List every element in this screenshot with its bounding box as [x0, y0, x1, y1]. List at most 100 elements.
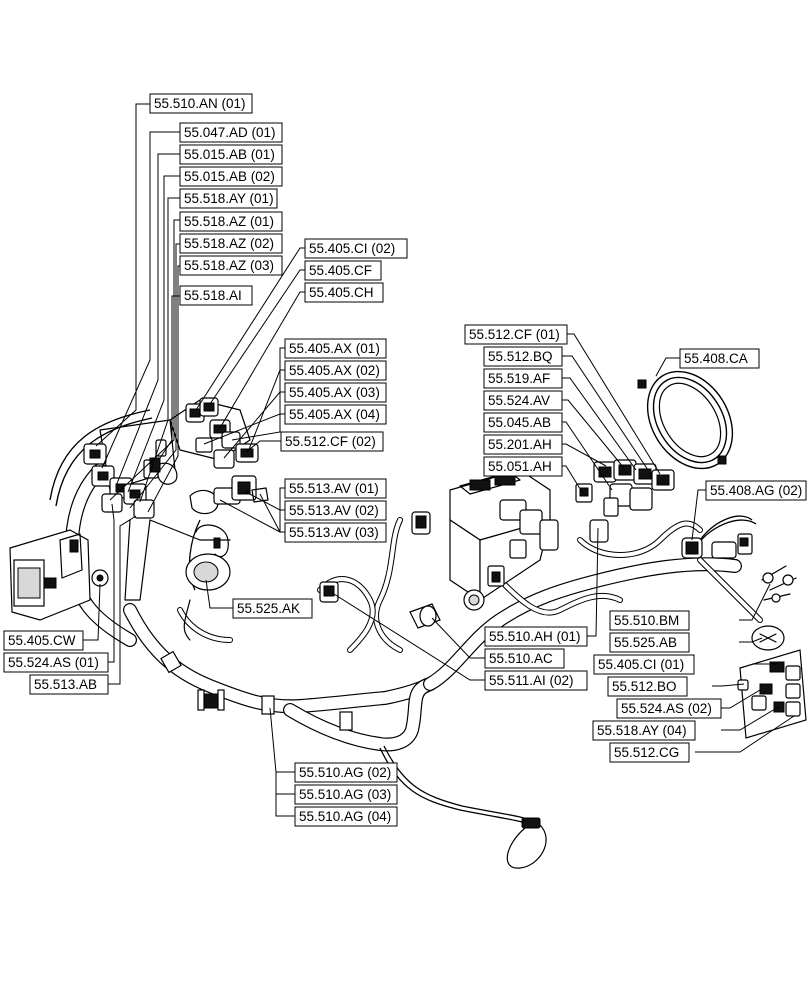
- upper-connector-group: [169, 397, 259, 469]
- part-label: 55.518.AZ (02): [179, 233, 283, 254]
- part-label: 55.525.AK: [232, 598, 313, 619]
- harness-artwork: [9, 370, 807, 869]
- round-button-part: [751, 625, 785, 651]
- svg-text:55.518.AZ (02): 55.518.AZ (02): [184, 236, 274, 251]
- part-label: 55.518.AY (04): [592, 720, 696, 741]
- svg-text:55.525.AB: 55.525.AB: [614, 635, 677, 650]
- svg-text:55.405.AX (01): 55.405.AX (01): [289, 341, 380, 356]
- svg-text:55.512.BQ: 55.512.BQ: [488, 349, 553, 364]
- part-label: 55.405.AX (02): [284, 360, 387, 381]
- svg-text:55.015.AB (02): 55.015.AB (02): [184, 169, 275, 184]
- svg-text:55.047.AD (01): 55.047.AD (01): [184, 125, 276, 140]
- part-label: 55.513.AV (02): [284, 500, 387, 521]
- inline-connectors: [319, 511, 441, 629]
- bolt-group: [761, 565, 797, 603]
- part-labels: 55.510.AN (01) 55.047.AD (01) 55.015.AB …: [3, 93, 807, 827]
- svg-text:55.513.AV (01): 55.513.AV (01): [289, 481, 379, 496]
- part-label: 55.519.AF: [483, 368, 563, 389]
- svg-text:55.510.AH (01): 55.510.AH (01): [489, 629, 581, 644]
- av-connector-group: [189, 475, 269, 515]
- svg-text:55.518.AY (04): 55.518.AY (04): [597, 723, 687, 738]
- part-label: 55.015.AB (02): [179, 166, 283, 187]
- part-label: 55.510.AH (01): [484, 626, 588, 647]
- part-label: 55.510.AG (03): [294, 784, 398, 805]
- svg-text:55.510.AC: 55.510.AC: [489, 651, 553, 666]
- part-label: 55.512.BQ: [483, 346, 563, 367]
- part-label: 55.051.AH: [483, 456, 563, 477]
- svg-text:55.510.AG (03): 55.510.AG (03): [299, 787, 391, 802]
- part-label: 55.524.AS (01): [3, 652, 109, 673]
- svg-text:55.405.CI (02): 55.405.CI (02): [309, 241, 395, 256]
- svg-text:55.524.AS (01): 55.524.AS (01): [8, 655, 99, 670]
- part-label: 55.405.AX (04): [284, 404, 387, 425]
- part-label: 55.512.CG: [609, 742, 690, 763]
- part-label: 55.405.CW: [3, 630, 84, 651]
- svg-text:55.525.AK: 55.525.AK: [237, 601, 300, 616]
- part-label: 55.518.AI: [179, 285, 253, 306]
- part-label: 55.405.CI (02): [304, 238, 408, 259]
- svg-text:55.045.AB: 55.045.AB: [488, 415, 551, 430]
- part-label: 55.408.AG (02): [705, 480, 807, 501]
- part-label: 55.405.CH: [304, 282, 384, 303]
- leader-lines: [83, 103, 795, 817]
- part-label: 55.518.AZ (03): [179, 255, 283, 276]
- svg-text:55.518.AZ (01): 55.518.AZ (01): [184, 214, 274, 229]
- svg-text:55.405.CW: 55.405.CW: [8, 633, 76, 648]
- svg-text:55.408.CA: 55.408.CA: [684, 351, 748, 366]
- svg-text:55.518.AY (01): 55.518.AY (01): [184, 191, 274, 206]
- part-label: 55.518.AZ (01): [179, 211, 283, 232]
- svg-text:55.513.AV (02): 55.513.AV (02): [289, 503, 379, 518]
- part-label: 55.524.AS (02): [616, 698, 722, 719]
- part-label: 55.510.BM: [609, 610, 690, 631]
- svg-text:55.408.AG (02): 55.408.AG (02): [710, 483, 802, 498]
- part-label: 55.405.AX (03): [284, 382, 387, 403]
- part-label: 55.045.AB: [483, 412, 563, 433]
- svg-text:55.513.AB: 55.513.AB: [34, 677, 97, 692]
- svg-text:55.511.AI (02): 55.511.AI (02): [489, 673, 574, 688]
- central-module: [449, 469, 559, 611]
- part-label: 55.015.AB (01): [179, 144, 283, 165]
- loop-ring: [637, 370, 734, 470]
- right-connector-cluster: [575, 459, 675, 543]
- svg-text:55.510.AG (04): 55.510.AG (04): [299, 809, 391, 824]
- part-label: 55.510.AG (04): [294, 806, 398, 827]
- part-label: 55.405.CI (01): [593, 654, 695, 675]
- svg-text:55.015.AB (01): 55.015.AB (01): [184, 147, 275, 162]
- svg-text:55.405.AX (04): 55.405.AX (04): [289, 407, 380, 422]
- part-label: 55.511.AI (02): [484, 670, 588, 691]
- svg-text:55.512.CG: 55.512.CG: [614, 745, 679, 760]
- svg-text:55.518.AZ (03): 55.518.AZ (03): [184, 258, 274, 273]
- part-label: 55.408.CA: [679, 348, 760, 369]
- svg-text:55.405.CF: 55.405.CF: [309, 263, 372, 278]
- svg-text:55.512.CF (01): 55.512.CF (01): [469, 327, 560, 342]
- svg-text:55.405.CI (01): 55.405.CI (01): [598, 657, 684, 672]
- part-label: 55.510.AN (01): [149, 93, 253, 114]
- round-sensor: [183, 524, 231, 641]
- part-label: 55.518.AY (01): [179, 188, 278, 209]
- part-label: 55.512.CF (01): [464, 324, 568, 345]
- svg-text:55.512.BO: 55.512.BO: [612, 679, 677, 694]
- left-connector-cluster: [83, 439, 167, 519]
- part-label: 55.512.CF (02): [280, 431, 384, 452]
- svg-text:55.405.CH: 55.405.CH: [309, 285, 374, 300]
- svg-text:55.405.AX (02): 55.405.AX (02): [289, 363, 380, 378]
- svg-text:55.051.AH: 55.051.AH: [488, 459, 552, 474]
- part-label: 55.513.AB: [29, 674, 109, 695]
- part-label: 55.405.CF: [304, 260, 382, 281]
- svg-text:55.510.AN (01): 55.510.AN (01): [154, 96, 246, 111]
- svg-text:55.518.AI: 55.518.AI: [184, 288, 242, 303]
- svg-text:55.519.AF: 55.519.AF: [488, 371, 550, 386]
- svg-text:55.513.AV (03): 55.513.AV (03): [289, 525, 379, 540]
- svg-text:55.524.AV: 55.524.AV: [488, 393, 550, 408]
- part-label: 55.510.AC: [484, 648, 565, 669]
- svg-text:55.510.AG (02): 55.510.AG (02): [299, 765, 391, 780]
- svg-text:55.510.BM: 55.510.BM: [614, 613, 679, 628]
- part-label: 55.201.AH: [483, 434, 563, 455]
- part-label: 55.524.AV: [483, 390, 563, 411]
- svg-text:55.512.CF (02): 55.512.CF (02): [285, 434, 376, 449]
- part-label: 55.047.AD (01): [179, 122, 283, 143]
- part-label: 55.512.BO: [607, 676, 688, 697]
- part-label: 55.525.AB: [609, 632, 690, 653]
- svg-text:55.201.AH: 55.201.AH: [488, 437, 552, 452]
